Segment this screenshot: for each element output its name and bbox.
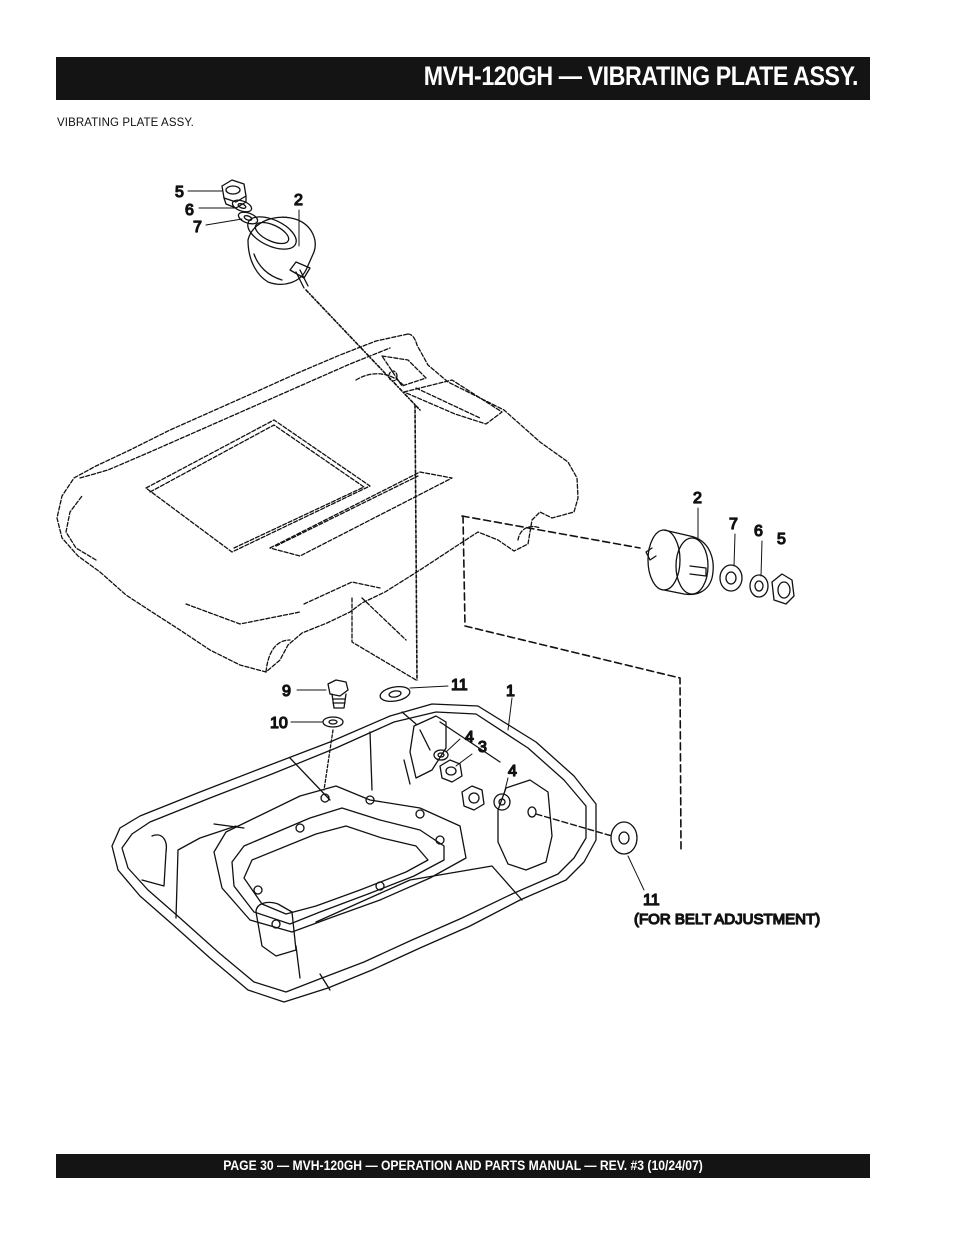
callout-1: 1 bbox=[506, 683, 515, 700]
page-title: MVH-120GH — VIBRATING PLATE ASSY. bbox=[423, 61, 859, 91]
washer-10 bbox=[322, 716, 344, 728]
callout-6-upper: 6 bbox=[185, 202, 194, 219]
upper-center-line bbox=[305, 289, 421, 411]
footer-text: PAGE 30 — MVH-120GH — OPERATION AND PART… bbox=[223, 1158, 703, 1173]
callout-7-side: 7 bbox=[729, 516, 738, 533]
callout-2-side: 2 bbox=[693, 490, 702, 507]
side-washer-7 bbox=[719, 564, 743, 592]
side-lockwasher-6 bbox=[749, 574, 769, 598]
belt-adjust-line bbox=[462, 515, 682, 851]
callout-4-lower: 4 bbox=[508, 763, 517, 780]
callouts: 5 6 7 2 2 7 6 5 9 10 11 1 4 3 4 11 (FOR … bbox=[174, 183, 820, 928]
callout-9: 9 bbox=[282, 683, 291, 700]
callout-4-upper: 4 bbox=[465, 729, 474, 746]
vibrating-base-plate bbox=[111, 597, 597, 1003]
upper-nut-5 bbox=[221, 179, 247, 209]
upper-shock-mount bbox=[247, 216, 316, 289]
upper-washer-7 bbox=[237, 211, 259, 225]
lockwasher-4-lower bbox=[493, 793, 511, 811]
side-center-line bbox=[461, 515, 641, 549]
callout-5-side: 5 bbox=[777, 531, 786, 548]
nut-side bbox=[461, 785, 485, 811]
leader-lines bbox=[187, 190, 763, 891]
section-subheading: VIBRATING PLATE ASSY. bbox=[57, 117, 194, 129]
bolt-center-line bbox=[323, 729, 334, 791]
callout-11-upper: 11 bbox=[451, 677, 468, 694]
cover-drop-line bbox=[414, 404, 418, 681]
side-nut-5 bbox=[771, 573, 795, 605]
callout-5-upper: 5 bbox=[175, 184, 184, 201]
nut-3 bbox=[439, 759, 463, 783]
belt-washer-line bbox=[535, 813, 613, 837]
lockwasher-4-upper bbox=[433, 749, 449, 761]
washer-11-belt bbox=[610, 821, 638, 855]
upper-lockwasher-6 bbox=[231, 199, 253, 213]
callout-2-upper: 2 bbox=[294, 192, 303, 209]
callout-7-upper: 7 bbox=[193, 219, 202, 236]
top-cover bbox=[56, 333, 579, 673]
callout-10: 10 bbox=[270, 715, 288, 732]
title-bar: MVH-120GH — VIBRATING PLATE ASSY. bbox=[56, 57, 870, 100]
bolt-9 bbox=[327, 679, 349, 709]
callout-11-belt: 11 bbox=[643, 892, 660, 909]
side-shock-mount bbox=[645, 529, 714, 596]
callout-3: 3 bbox=[478, 739, 487, 756]
callout-6-side: 6 bbox=[754, 523, 763, 540]
belt-adjustment-note: (FOR BELT ADJUSTMENT) bbox=[634, 911, 820, 928]
washer-11-upper bbox=[379, 685, 411, 703]
footer-bar: PAGE 30 — MVH-120GH — OPERATION AND PART… bbox=[56, 1154, 870, 1178]
